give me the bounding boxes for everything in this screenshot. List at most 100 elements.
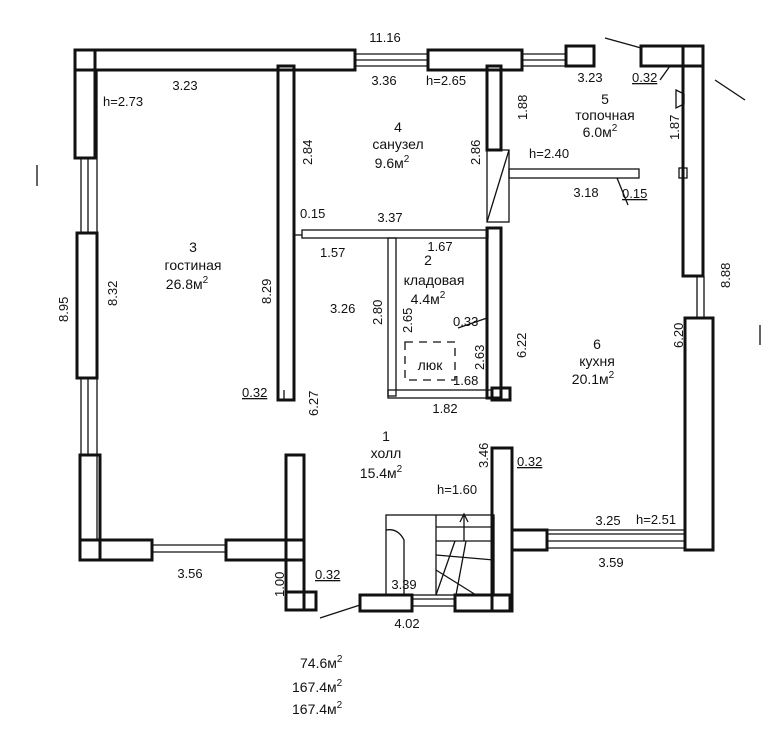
dim-living-wall: 0.32 (242, 385, 267, 400)
dim-pantry-wall: 0.33 (453, 314, 478, 329)
roof-line (604, 37, 642, 49)
area-totals: 74.6м2 167.4м2 167.4м2 (292, 654, 343, 717)
dim-corridor-width: 3.26 (330, 301, 355, 316)
dim-hall-right-upper: 3.46 (476, 443, 491, 468)
top-wall-right (639, 44, 705, 68)
room-5-area: 6.0м2 (583, 123, 618, 140)
bottom-wall-living-right (224, 538, 306, 562)
bath-bottom-wall (301, 229, 489, 239)
dim-living-left: 8.32 (105, 281, 120, 306)
room-6-name: кухня (579, 353, 615, 369)
hatch-outline (404, 341, 456, 381)
entry-leader (319, 604, 361, 619)
room-5-number: 5 (601, 91, 609, 107)
dim-living-bottom: 3.56 (177, 566, 202, 581)
room-3-name: гостиная (165, 257, 222, 273)
dim-pantry-right-outer: 6.22 (514, 333, 529, 358)
dim-pantry-top: 1.67 (427, 239, 452, 254)
right-wall-upper (681, 44, 705, 278)
dim-top-total: 11.16 (369, 30, 401, 45)
dim-bath-right-upper: 1.88 (515, 95, 530, 120)
inner-walls (95, 64, 688, 540)
top-wall-stub (564, 44, 596, 68)
dim-living-top: 3.23 (172, 78, 197, 93)
stair-step-3 (435, 554, 495, 561)
pantry-wall-leader (457, 317, 488, 329)
boiler-bottom-wall (508, 168, 640, 179)
dim-bath-top: 3.36 (371, 73, 396, 88)
entry-wall-left (358, 593, 414, 613)
stair-outline (385, 514, 495, 596)
stair-arrowhead (459, 512, 469, 523)
dimension-labels: 11.16 3.23 h=2.73 3.36 h=2.65 3.23 0.32 … (56, 30, 733, 631)
dim-bath-right: 2.86 (468, 140, 483, 165)
hall-right-wall (490, 446, 514, 613)
dim-living-right-lower: 6.27 (306, 391, 321, 416)
dim-vestibule-wall: 0.32 (315, 567, 340, 582)
dim-hatch-width: 1.68 (453, 373, 478, 388)
vestibule-bottom-stub (284, 590, 318, 612)
room-labels: 3 гостиная 26.8м2 4 санузел 9.6м2 5 топо… (165, 91, 635, 481)
dim-boiler-side: 1.87 (667, 115, 682, 140)
dim-living-h: h=2.73 (103, 94, 143, 109)
total-area-1: 74.6м2 (300, 654, 343, 671)
room-5-name: топочная (575, 107, 635, 123)
top-wall-left (73, 48, 357, 72)
dim-boiler-bottom: 3.18 (573, 185, 598, 200)
outer-leader (714, 79, 746, 101)
stairs (385, 512, 495, 596)
dim-kitchen-bottom-outer: 3.59 (598, 555, 623, 570)
bath-door-swing (486, 149, 510, 223)
dim-kitchen-h: h=2.51 (636, 512, 676, 527)
bath-right-partition-upper (485, 64, 503, 152)
total-area-3: 167.4м2 (292, 700, 343, 717)
room-6-number: 6 (593, 336, 601, 352)
dim-kitchen-bottom-inner: 3.25 (595, 513, 620, 528)
right-wall-lower (683, 316, 715, 552)
dim-vestibule-side: 1.00 (272, 572, 287, 597)
top-wall-middle (426, 48, 524, 72)
kitchen-bottom-left (510, 528, 549, 552)
hatch-label: люк (418, 357, 444, 373)
room-1-name: холл (371, 445, 402, 461)
stair-step-4 (435, 569, 477, 596)
bath-door-block (486, 149, 510, 223)
room-1-number: 1 (382, 428, 390, 444)
outer-walls (73, 37, 746, 619)
room-2-area: 4.4м2 (411, 290, 446, 307)
room-1-area: 15.4м2 (360, 464, 403, 481)
pantry-corner-block (490, 386, 512, 402)
left-wall-middle (75, 231, 99, 380)
dim-left-total: 8.95 (56, 297, 71, 322)
dim-bath-stub: 0.15 (300, 206, 325, 221)
dim-stairs-h: h=1.60 (437, 482, 477, 497)
boiler-appliance (675, 88, 685, 110)
dim-hall-wall: 0.32 (517, 454, 542, 469)
boiler-stub-leader (616, 177, 629, 206)
stair-curve (385, 529, 405, 595)
dim-boiler-corner: 0.32 (632, 70, 657, 85)
dim-entry-outer: 4.02 (394, 616, 419, 631)
boiler-corner-leader (659, 65, 671, 81)
dim-boiler-h: h=2.40 (529, 146, 569, 161)
room-6-area: 20.1м2 (572, 370, 615, 387)
room-4-name: санузел (372, 136, 423, 152)
dim-right-total: 8.88 (718, 263, 733, 288)
pantry-left-wall (387, 237, 397, 397)
total-area-2: 167.4м2 (292, 678, 343, 695)
living-right-partition (276, 64, 296, 402)
dim-pantry-left-outer: 2.80 (370, 300, 385, 325)
pantry-right-wall (485, 226, 503, 400)
room-2-name: кладовая (404, 272, 465, 288)
dim-pantry-right-inner: 2.63 (472, 345, 487, 370)
dim-bath-left: 2.84 (300, 140, 315, 165)
vestibule-left-wall (284, 453, 306, 612)
dim-pantry-left-inner: 2.65 (400, 308, 415, 333)
dim-boiler-stub: 0.15 (622, 186, 647, 201)
pantry-bottom-wall (387, 389, 493, 399)
dim-living-right: 8.29 (259, 279, 274, 304)
room-4-number: 4 (394, 119, 402, 135)
dim-bath-h: h=2.65 (426, 73, 466, 88)
dim-entry-inner: 3.39 (391, 577, 416, 592)
dim-pantry-stub-left: 1.57 (320, 245, 345, 260)
